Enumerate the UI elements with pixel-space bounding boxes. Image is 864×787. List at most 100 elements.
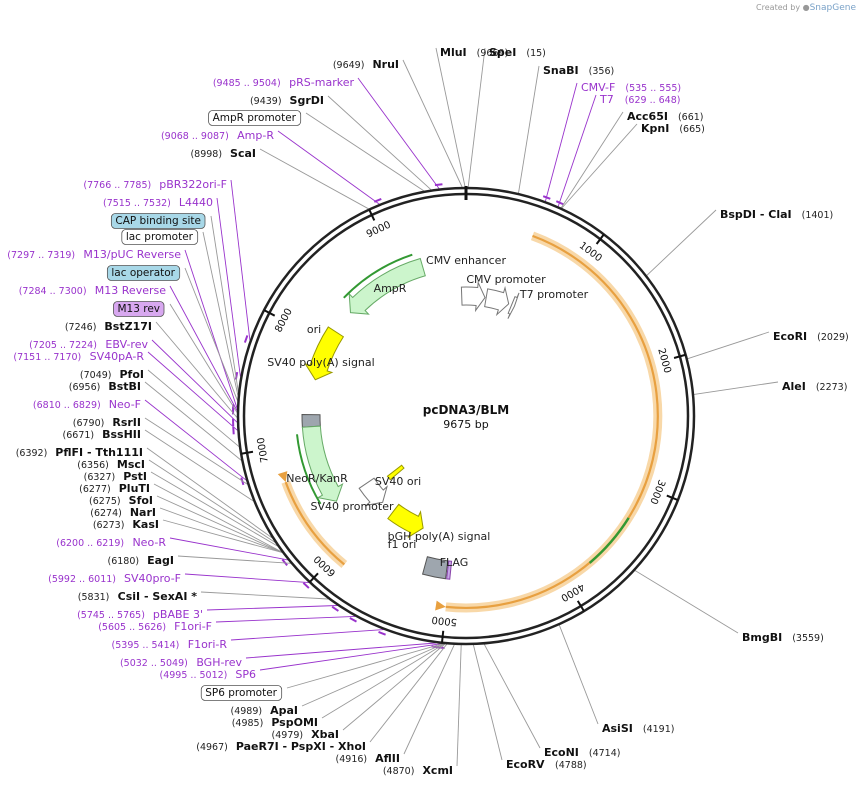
site-label: MluI(9669) (440, 46, 508, 59)
label-name: SV40pA-R (90, 350, 145, 363)
label-position: (535 .. 555) (625, 83, 681, 94)
label-name: MscI (117, 458, 145, 471)
label-name: BstBI (108, 380, 141, 393)
label-name: EagI (147, 554, 174, 567)
feature-callout: lac operator (106, 265, 181, 281)
leader-line (634, 570, 739, 634)
label-name: pBR322ori-F (159, 178, 227, 191)
label-name: pBABE 3' (153, 608, 203, 621)
callout-box (121, 229, 199, 245)
label-name: Amp-R (237, 129, 274, 142)
label-name: BmgBI (742, 631, 782, 644)
callout-box (200, 685, 283, 701)
primer-label: CMV-F (535 .. 555) (581, 81, 681, 94)
primer-label: M13 Reverse(7284 .. 7300) (19, 284, 167, 297)
label-name: NruI (372, 58, 399, 71)
leader-line (202, 231, 239, 396)
label-name: PaeR7I - PspXI - XhoI (236, 740, 366, 753)
site-label: EcoRI(2029) (773, 330, 849, 343)
leader-line (215, 615, 356, 623)
ruler-tick-label: 8000 (273, 307, 295, 335)
primer-label: pBABE 3'(5745 .. 5765) (77, 608, 203, 621)
features (296, 253, 520, 580)
feature-arrow (484, 285, 510, 317)
site-label: NarI(6274) (90, 506, 156, 519)
leader-line (216, 197, 241, 377)
label-position: (665) (679, 124, 705, 135)
label-name: SV40pro-F (124, 572, 181, 585)
feature-arrow (507, 292, 520, 319)
site-label: BstBI(6956) (69, 380, 141, 393)
leader-line (435, 47, 466, 188)
label-position: (4714) (589, 748, 621, 759)
feature-block (301, 414, 321, 428)
backbone (236, 186, 696, 646)
label-name: CsiI - SexAI * (118, 590, 198, 603)
label-name: BspDI - ClaI (720, 208, 792, 221)
leader-line (184, 573, 309, 584)
leader-line (169, 285, 238, 411)
leader-line (184, 267, 238, 401)
label-name: PstI (123, 470, 147, 483)
feature-orf-line (296, 434, 322, 505)
site-label: NruI(9649) (333, 58, 399, 71)
label-name: M13 Reverse (95, 284, 166, 297)
ruler-tick (368, 209, 376, 221)
leader-line (159, 507, 283, 553)
leader-line (544, 82, 578, 202)
label-name: EcoNI (544, 746, 579, 759)
feature-arrow (348, 257, 426, 315)
label-position: (15) (526, 48, 546, 59)
callout-text: lac operator (111, 267, 175, 279)
site-label: AflII(4916) (336, 752, 400, 765)
label-position: (9068 .. 9087) (161, 131, 229, 142)
leader-line (342, 643, 446, 731)
feature-callout: CAP binding site (110, 213, 206, 229)
label-name: Neo-R (132, 536, 166, 549)
label-name: EcoRV (506, 758, 545, 771)
ruler-tick (263, 309, 276, 317)
label-position: (9485 .. 9504) (213, 78, 281, 89)
leader-line (200, 591, 329, 600)
orf-segment (588, 517, 630, 564)
site-label: EagI(6180) (108, 554, 175, 567)
label-position: (5032 .. 5049) (120, 658, 188, 669)
primer-label: EBV-rev(7205 .. 7224) (29, 338, 148, 351)
label-name: CMV-F (581, 81, 615, 94)
primer-label: Neo-F(6810 .. 6829) (33, 398, 141, 411)
label-name: NarI (130, 506, 156, 519)
leader-line (693, 381, 779, 395)
feature-orf-line (343, 253, 413, 299)
label-name: AleI (782, 380, 806, 393)
label-name: PflFI - Tth111I (55, 446, 143, 459)
snapgene-logo-icon: ● (802, 3, 810, 12)
label-position: (3559) (792, 633, 824, 644)
label-position: (5992 .. 6011) (48, 574, 116, 585)
label-position: (4870) (383, 766, 415, 777)
ruler-tick (595, 233, 605, 245)
primer-label: pBR322ori-F(7766 .. 7785) (83, 178, 227, 191)
cds-arrowhead (277, 471, 288, 483)
leader-line (646, 209, 717, 276)
primer-label: Neo-R(6200 .. 6219) (56, 536, 166, 549)
site-label: PluTI(6277) (79, 482, 150, 495)
leader-line (169, 303, 238, 413)
leader-line (148, 459, 276, 543)
label-name: ScaI (230, 147, 256, 160)
site-label: ScaI(8998) (190, 147, 256, 160)
leader-line (147, 351, 238, 431)
label-position: (7246) (65, 322, 97, 333)
leader-line (259, 148, 369, 210)
label-position: (2273) (816, 382, 848, 393)
ruler-tick-label: 7000 (256, 437, 271, 464)
feature-label: SV40 promoter (310, 500, 394, 513)
label-position: (5831) (78, 592, 110, 603)
label-name: Acc65I (627, 110, 668, 123)
label-name: BGH-rev (196, 656, 242, 669)
label-position: (5605 .. 5626) (98, 622, 166, 633)
feature-label: CMV promoter (466, 273, 546, 286)
label-position: (7049) (80, 370, 112, 381)
ruler-tick (440, 630, 445, 643)
primer-label: SV40pro-F (5992 .. 6011) (48, 572, 181, 585)
feature-label: SV40 ori (375, 475, 421, 488)
